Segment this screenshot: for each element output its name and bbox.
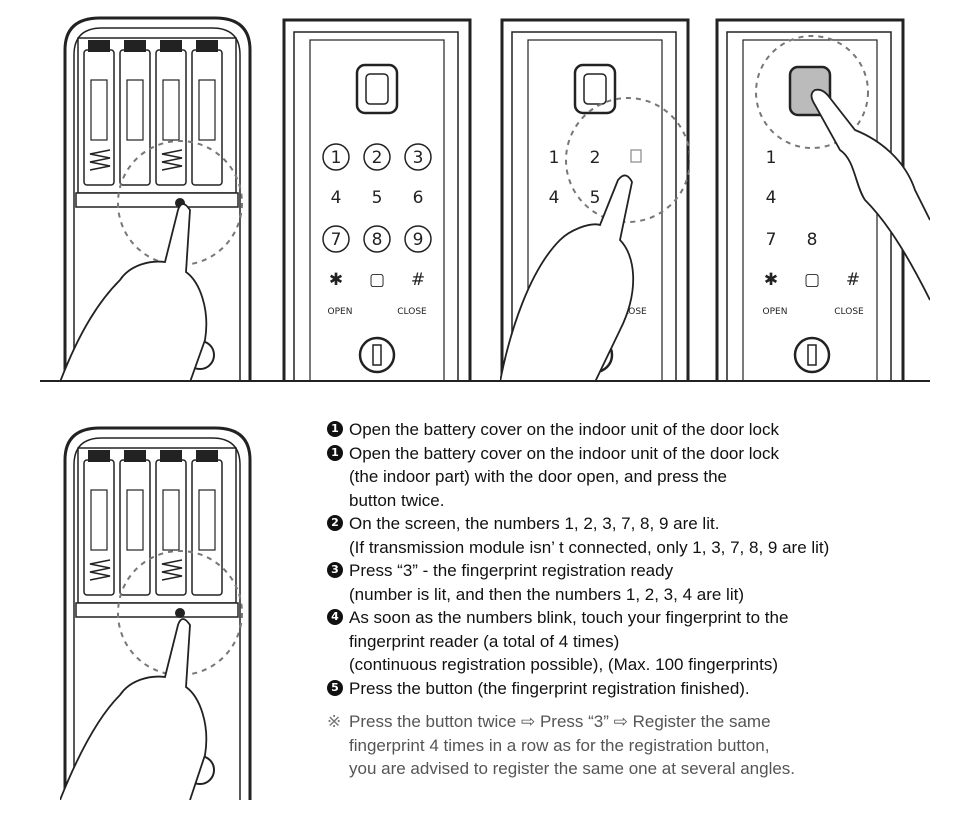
key-5: 5 [590, 188, 601, 208]
door-lock-front-full: 1 2 3 4 5 6 7 8 9 ✱ ▢ # OPEN CLOSE [282, 18, 472, 383]
close-label: CLOSE [617, 307, 647, 317]
key-8: 8 [372, 230, 383, 250]
key-hash: # [411, 270, 425, 290]
key-star: ✱ [329, 270, 343, 290]
note-block: ※ Press the button twice ⇨ Press “3” ⇨ Re… [327, 710, 927, 781]
key-8: 8 [807, 230, 818, 250]
key-4: 4 [331, 188, 342, 208]
step-line: button twice. [349, 490, 445, 510]
door-lock-front-fingerprint: 1 4 7 8 ✱ ▢ # OPEN CLOSE [715, 18, 931, 383]
step-line: (number is lit, and then the numbers 1, … [349, 584, 744, 604]
key-hash: # [846, 270, 860, 290]
key-7: 7 [766, 230, 777, 250]
key-4: 4 [766, 188, 777, 208]
step-number-badge: 3 [327, 562, 343, 578]
key-7: 7 [331, 230, 342, 250]
step-number-badge: 2 [327, 515, 343, 531]
step-line: Open the battery cover on the indoor uni… [349, 443, 779, 463]
key-2: 2 [590, 148, 601, 168]
step-item: 4 As soon as the numbers blink, touch yo… [327, 606, 927, 677]
step-item: 1 Open the battery cover on the indoor u… [327, 442, 927, 513]
key-2: 2 [372, 148, 383, 168]
step-line: Press “3” - the fingerprint registration… [349, 561, 674, 580]
open-label: OPEN [328, 307, 353, 317]
key-5: 5 [372, 188, 383, 208]
key-1: 1 [331, 148, 342, 168]
key-4: 4 [549, 188, 560, 208]
step-item: 5 Press the button (the fingerprint regi… [327, 677, 927, 701]
note-line: fingerprint 4 times in a row as for the … [349, 735, 770, 755]
step-line: As soon as the numbers blink, touch your… [349, 608, 789, 627]
step-number-badge: 1 [327, 444, 343, 461]
reference-mark-icon: ※ [327, 712, 342, 731]
keypad-panel-fingerprint: 1 4 7 8 ✱ ▢ # OPEN CLOSE [715, 10, 931, 383]
note-line: Press the button twice ⇨ Press “3” ⇨ Reg… [349, 712, 771, 731]
key-3: 3 [413, 148, 424, 168]
battery-panel-top [59, 10, 255, 383]
step-line: On the screen, the numbers 1, 2, 3, 7, 8… [349, 514, 720, 533]
step-number-badge: 4 [327, 609, 343, 625]
step-item: 3 Press “3” - the fingerprint registrati… [327, 559, 927, 606]
key-square: ▢ [369, 270, 385, 290]
close-label: CLOSE [834, 307, 864, 317]
battery-illustration-bottom [59, 426, 252, 801]
note-line: you are advised to register the same one… [349, 759, 796, 778]
open-label: OPEN [763, 307, 788, 317]
step-line: (If transmission module isn’ t connected… [349, 537, 830, 557]
step-line: Open the battery cover on the indoor uni… [349, 420, 779, 439]
step-item: 1 Open the battery cover on the indoor u… [327, 418, 927, 442]
step-line: fingerprint reader (a total of 4 times) [349, 631, 620, 651]
key-1: 1 [549, 148, 560, 168]
keypad-panel-press3: 1 2 4 5 CLOSE [499, 10, 691, 383]
step-item: 2 On the screen, the numbers 1, 2, 3, 7,… [327, 512, 927, 559]
key-9: 9 [413, 230, 424, 250]
key-1: 1 [766, 148, 777, 168]
step-line: (continuous registration possible), (Max… [349, 655, 778, 674]
battery-illustration-top [59, 16, 252, 383]
key-square: ▢ [804, 270, 820, 290]
key-star: ✱ [764, 270, 778, 290]
door-lock-front-press3: 1 2 4 5 CLOSE [499, 18, 691, 383]
instructions: 1 Open the battery cover on the indoor u… [327, 418, 927, 781]
step-number-badge: 5 [327, 679, 343, 696]
battery-panel-bottom [59, 420, 255, 801]
step-line: Press the button (the fingerprint regist… [349, 678, 750, 698]
step-number-badge: 1 [327, 421, 343, 437]
keypad-panel-full: 1 2 3 4 5 6 7 8 9 ✱ ▢ # OPEN CLOSE [282, 10, 472, 383]
step-line: (the indoor part) with the door open, an… [349, 467, 728, 486]
section-divider [40, 380, 930, 382]
close-label: CLOSE [397, 307, 427, 317]
key-6: 6 [413, 188, 424, 208]
